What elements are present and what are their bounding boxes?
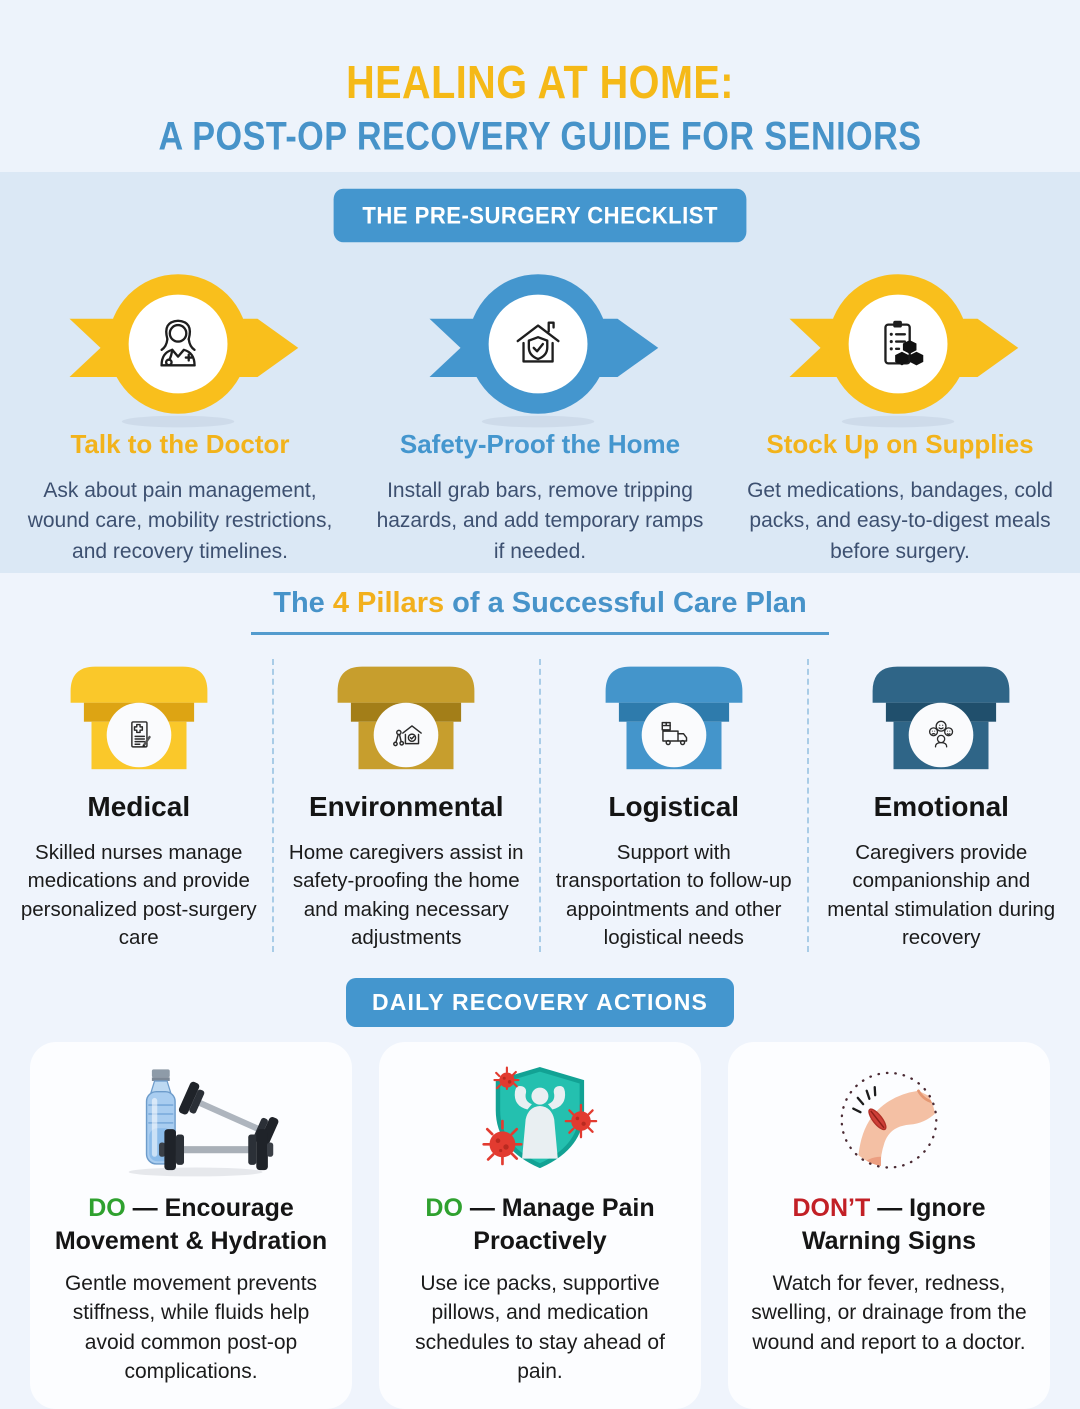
- pillar-graphic-dark-blue: [872, 666, 1010, 770]
- checklist-item-body: Install grab bars, remove tripping hazar…: [376, 479, 704, 563]
- medical-chart-pen-icon: [130, 721, 151, 748]
- pillar-title: Emotional: [873, 791, 1009, 822]
- action-card-pain: DO — Manage Pain Proactively Use ice pac…: [379, 1042, 701, 1409]
- pillars-heading-post: of a Successful Care Plan: [452, 587, 807, 619]
- ribbon-badge-blue: [429, 274, 659, 428]
- card-title-rest: — Encourage Movement & Hydration: [54, 1194, 328, 1255]
- pillar-title: Environmental: [309, 791, 504, 822]
- pillars-section: The 4 Pillars of a Successful Care Plan …: [0, 573, 1080, 972]
- card-body: Watch for fever, redness, swelling, or d…: [751, 1272, 1027, 1354]
- checklist-grid: Talk to the Doctor Ask about pain manage…: [0, 247, 1080, 567]
- checklist-item-title: Stock Up on Supplies: [766, 429, 1034, 459]
- immune-shield-virus-illustration: [482, 1066, 598, 1169]
- water-bottle-dumbbells-illustration: [128, 1069, 279, 1177]
- do-tag: DO: [425, 1194, 463, 1222]
- checklist-item-body: Ask about pain management, wound care, m…: [27, 479, 333, 563]
- family-faces-icon: [929, 720, 954, 748]
- pillars-heading: The 4 Pillars of a Successful Care Plan: [251, 587, 829, 635]
- pillar-title: Logistical: [608, 791, 740, 822]
- delivery-truck-icon: [661, 721, 688, 746]
- pillar-graphic-blue: [605, 666, 743, 770]
- action-card-movement: DO — Encourage Movement & Hydration Gent…: [30, 1042, 352, 1409]
- pillar-medical: Medical Skilled nurses manage medication…: [6, 659, 272, 952]
- pillar-body: Skilled nurses manage medications and pr…: [20, 841, 257, 949]
- card-body: Use ice packs, supportive pillows, and m…: [415, 1272, 665, 1384]
- card-title: DO — Manage Pain Proactively: [397, 1192, 683, 1257]
- action-cards-grid: DO — Encourage Movement & Hydration Gent…: [0, 1042, 1080, 1409]
- ribbon-badge-yellow: [69, 274, 299, 428]
- pillar-graphic-olive: [337, 666, 475, 770]
- card-title: DON’T — Ignore Warning Signs: [746, 1192, 1032, 1257]
- card-title-rest: — Ignore Warning Signs: [801, 1194, 986, 1255]
- pillars-heading-highlight: 4 Pillars: [332, 587, 445, 619]
- pillars-heading-pre: The: [273, 587, 325, 619]
- card-title: DO — Encourage Movement & Hydration: [48, 1192, 334, 1257]
- pillar-emotional: Emotional Caregivers provide companionsh…: [806, 659, 1075, 953]
- home-shield-check-icon: [516, 321, 560, 363]
- clipboard-supplies-icon: [884, 320, 924, 366]
- checklist-item-title: Safety-Proof the Home: [399, 429, 681, 459]
- daily-actions-banner: DAILY RECOVERY ACTIONS: [345, 978, 735, 1027]
- checklist-item-title: Talk to the Doctor: [70, 429, 290, 459]
- pillar-environmental: Environmental Home caregivers assist in …: [271, 659, 540, 953]
- pre-surgery-banner: THE PRE-SURGERY CHECKLIST: [333, 188, 747, 243]
- pillar-body: Support with transportation to follow-up…: [555, 841, 792, 949]
- checklist-item-doctor: Talk to the Doctor Ask about pain manage…: [0, 247, 360, 567]
- card-illustration: [397, 1064, 683, 1180]
- ribbon-badge-yellow: [789, 274, 1019, 428]
- pillar-body: Home caregivers assist in safety-proofin…: [288, 841, 524, 949]
- checklist-item-safety: Safety-Proof the Home Install grab bars,…: [360, 247, 720, 567]
- pillar-title: Medical: [87, 791, 191, 822]
- action-card-warning: DON’T — Ignore Warning Signs Watch for f…: [728, 1042, 1050, 1409]
- card-illustration: [48, 1064, 334, 1180]
- house-keys-icon: [393, 725, 423, 747]
- main-title-line2: A POST-OP RECOVERY GUIDE FOR SENIORS: [158, 114, 922, 160]
- daily-actions-section: DAILY RECOVERY ACTIONS: [0, 972, 1080, 1409]
- dont-tag: DON’T: [792, 1194, 871, 1222]
- checklist-item-supplies: Stock Up on Supplies Get medications, ba…: [720, 247, 1080, 567]
- card-body: Gentle movement prevents stiffness, whil…: [64, 1272, 318, 1384]
- wound-arm-illustration: [840, 1071, 938, 1169]
- checklist-item-body: Get medications, bandages, cold packs, a…: [747, 479, 1053, 563]
- do-tag: DO: [88, 1194, 126, 1222]
- female-doctor-icon: [160, 319, 196, 367]
- card-title-rest: — Manage Pain Proactively: [469, 1194, 655, 1255]
- header: HEALING AT HOME: A POST-OP RECOVERY GUID…: [0, 0, 1080, 172]
- pillar-logistical: Logistical Support with transportation t…: [539, 659, 807, 953]
- pillars-grid: Medical Skilled nurses manage medication…: [0, 659, 1080, 953]
- main-title-line1: HEALING AT HOME:: [346, 56, 734, 109]
- pre-surgery-section: THE PRE-SURGERY CHECKLIST: [0, 172, 1080, 573]
- pillar-graphic-yellow: [70, 666, 208, 770]
- card-illustration: [746, 1064, 1032, 1180]
- pillar-body: Caregivers provide companionship and men…: [827, 841, 1056, 949]
